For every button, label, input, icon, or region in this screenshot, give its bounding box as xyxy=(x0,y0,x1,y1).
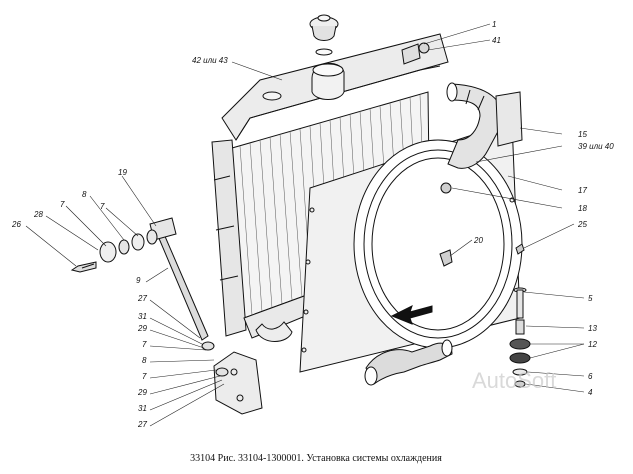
lower-hose xyxy=(364,339,453,386)
fan-shroud xyxy=(299,121,523,373)
radiator-cap xyxy=(309,14,339,56)
washers-stack xyxy=(70,229,158,273)
support-sleeve xyxy=(515,319,525,335)
callout-31-top: 31 xyxy=(138,312,147,321)
callout-28: 28 xyxy=(33,210,43,219)
callout-1: 1 xyxy=(492,20,496,29)
callout-5: 5 xyxy=(588,294,593,303)
washer-nut xyxy=(512,368,528,388)
callout-7-top-right: 7 xyxy=(100,202,105,211)
callout-42-43: 42 или 43 xyxy=(192,56,228,65)
support-bolt xyxy=(513,287,527,319)
watermark: AutoSoft xyxy=(472,368,556,393)
callout-7-top-left: 7 xyxy=(60,200,65,209)
callout-6: 6 xyxy=(588,372,593,381)
leader-lines xyxy=(25,23,585,427)
callout-20: 20 xyxy=(473,236,483,245)
callout-31-bottom: 31 xyxy=(138,404,147,413)
callout-26: 26 xyxy=(11,220,21,229)
callout-39-40: 39 или 40 xyxy=(578,142,614,151)
callout-4: 4 xyxy=(588,388,593,397)
callout-8-top: 8 xyxy=(82,190,87,199)
callout-27-top: 27 xyxy=(137,294,147,303)
callout-25: 25 xyxy=(577,220,587,229)
screw-25 xyxy=(515,243,525,255)
callout-29-top: 29 xyxy=(137,324,147,333)
callout-8-bottom: 8 xyxy=(142,356,147,365)
side-bracket xyxy=(495,91,523,147)
callout-18: 18 xyxy=(578,204,587,213)
nut-18 xyxy=(440,182,452,194)
callout-9: 9 xyxy=(136,276,141,285)
figure-caption: 33104 Рис. 33104-1300001. Установка сист… xyxy=(190,453,442,464)
callout-12: 12 xyxy=(588,340,597,349)
callout-17: 17 xyxy=(578,186,587,195)
callout-29-bottom: 29 xyxy=(137,388,147,397)
clamp-20 xyxy=(439,249,453,267)
callout-41: 41 xyxy=(492,36,501,45)
lower-support-bracket xyxy=(201,341,263,415)
callout-labels: 1 41 42 или 43 15 39 или 40 17 18 25 20 … xyxy=(11,20,614,429)
callout-19: 19 xyxy=(118,168,127,177)
callout-7-middle: 7 xyxy=(142,340,147,349)
rubber-cushions xyxy=(509,338,531,364)
callout-7-bottom: 7 xyxy=(142,372,147,381)
callout-13: 13 xyxy=(588,324,597,333)
callout-15: 15 xyxy=(578,130,587,139)
upper-hose xyxy=(446,82,504,169)
callout-27-bottom: 27 xyxy=(137,420,147,429)
